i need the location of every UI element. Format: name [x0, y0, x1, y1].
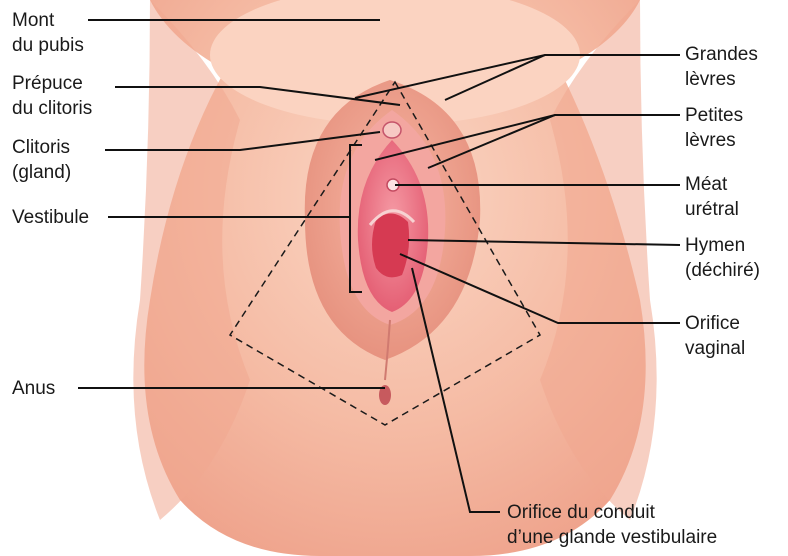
label-line: Orifice — [685, 311, 745, 336]
label-line: (déchiré) — [685, 258, 760, 283]
label-line: Méat — [685, 172, 739, 197]
label-line: Grandes — [685, 42, 758, 67]
label-line: Anus — [12, 376, 55, 401]
label-line: Prépuce — [12, 71, 92, 96]
clitoris-shape — [383, 122, 401, 138]
label-hymen: Hymen (déchiré) — [685, 233, 760, 283]
label-vestibule: Vestibule — [12, 205, 89, 230]
label-prepuce: Prépuce du clitoris — [12, 71, 92, 121]
label-line: lèvres — [685, 67, 758, 92]
label-line: vaginal — [685, 336, 745, 361]
label-line: du clitoris — [12, 96, 92, 121]
label-meat-uretral: Méat urétral — [685, 172, 739, 222]
label-petites-levres: Petites lèvres — [685, 103, 743, 153]
label-line: d’une glande vestibulaire — [507, 525, 717, 550]
label-line: Hymen — [685, 233, 760, 258]
label-clitoris: Clitoris (gland) — [12, 135, 71, 185]
label-line: du pubis — [12, 33, 84, 58]
label-line: Vestibule — [12, 205, 89, 230]
label-grandes-levres: Grandes lèvres — [685, 42, 758, 92]
label-line: lèvres — [685, 128, 743, 153]
label-orifice-conduit: Orifice du conduit d’une glande vestibul… — [507, 500, 717, 550]
label-anus: Anus — [12, 376, 55, 401]
label-orifice-vaginal: Orifice vaginal — [685, 311, 745, 361]
label-mont-pubis: Mont du pubis — [12, 8, 84, 58]
label-line: Orifice du conduit — [507, 500, 717, 525]
label-line: Petites — [685, 103, 743, 128]
vaginal-orifice-shape — [372, 213, 409, 277]
label-line: urétral — [685, 197, 739, 222]
label-line: Mont — [12, 8, 84, 33]
label-line: Clitoris — [12, 135, 71, 160]
label-line: (gland) — [12, 160, 71, 185]
